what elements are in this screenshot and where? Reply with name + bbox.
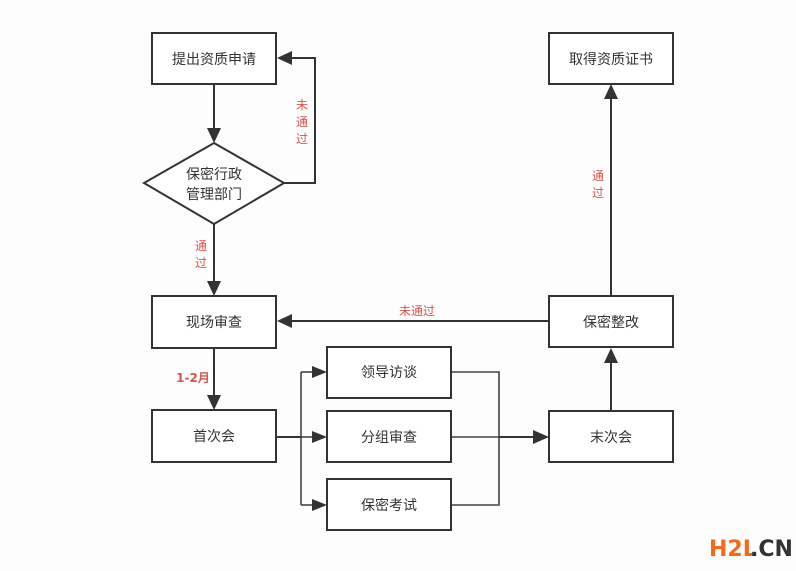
- arrowhead: [207, 281, 221, 296]
- label-char: 通: [296, 115, 308, 129]
- node-last-meeting-box: [548, 410, 674, 463]
- label-char: 通: [592, 169, 604, 183]
- node-first-meeting: 首次会: [151, 409, 277, 463]
- edge-dept-fail-to-apply: [284, 57, 316, 184]
- node-first-meeting-box: [151, 409, 277, 463]
- node-exam-box: [326, 478, 452, 531]
- node-certificate-box: [548, 32, 674, 85]
- arrowhead: [207, 395, 221, 410]
- node-dept-label-line2: 管理部门: [186, 187, 242, 203]
- node-interview: 领导访谈: [326, 346, 452, 399]
- arrowhead: [604, 84, 618, 99]
- arrowhead: [312, 499, 327, 511]
- watermark-part1: H2L: [709, 537, 757, 562]
- arrowhead: [277, 314, 292, 328]
- node-dept-diamond: [142, 141, 286, 226]
- label-pass-dept: 通 过: [195, 239, 207, 270]
- watermark-part2: .CN: [750, 537, 793, 562]
- label-pass-rectify: 通 过: [592, 169, 604, 200]
- node-apply-label: 提出资质申请: [172, 52, 256, 68]
- watermark-logo: H2L .CN: [709, 537, 793, 562]
- node-certificate: 取得资质证书: [548, 32, 674, 85]
- label-char: 过: [195, 256, 207, 270]
- arrowhead: [277, 51, 292, 65]
- label-char: 未: [296, 98, 308, 112]
- label-fail-vertical: 未 通 过: [296, 98, 308, 146]
- node-onsite: 现场审查: [151, 295, 277, 349]
- node-exam: 保密考试: [326, 478, 452, 531]
- node-group-review: 分组审查: [326, 410, 452, 463]
- node-apply-box: [151, 32, 277, 85]
- node-onsite-box: [151, 295, 277, 349]
- node-dept-label-line1: 保密行政: [186, 166, 242, 183]
- node-interview-label: 领导访谈: [361, 365, 417, 381]
- node-group-review-label: 分组审查: [361, 430, 417, 446]
- arrowhead: [533, 430, 549, 444]
- node-last-meeting-label: 末次会: [590, 430, 632, 446]
- node-rectify-label: 保密整改: [583, 314, 639, 331]
- label-char: 过: [592, 186, 604, 200]
- node-apply: 提出资质申请: [151, 32, 277, 85]
- arrowhead: [312, 366, 327, 378]
- arrowhead: [312, 431, 327, 443]
- node-rectify-box: [548, 295, 674, 348]
- node-last-meeting: 末次会: [548, 410, 674, 463]
- label-char: 过: [296, 132, 308, 146]
- label-fail-horizontal: 未通过: [399, 304, 435, 318]
- node-certificate-label: 取得资质证书: [569, 51, 653, 68]
- arrowhead: [604, 348, 618, 363]
- node-dept-decision: 保密行政 管理部门: [142, 141, 286, 226]
- node-group-review-box: [326, 410, 452, 463]
- arrowhead: [207, 128, 221, 143]
- label-char: 通: [195, 239, 207, 253]
- node-first-meeting-label: 首次会: [193, 429, 235, 445]
- node-interview-box: [326, 346, 452, 399]
- node-onsite-label: 现场审查: [186, 315, 242, 331]
- edges: [207, 51, 618, 511]
- node-exam-label: 保密考试: [361, 497, 417, 514]
- node-rectify: 保密整改: [548, 295, 674, 348]
- edge-merge-bus-right: [451, 371, 500, 506]
- label-duration: 1-2月: [176, 371, 210, 385]
